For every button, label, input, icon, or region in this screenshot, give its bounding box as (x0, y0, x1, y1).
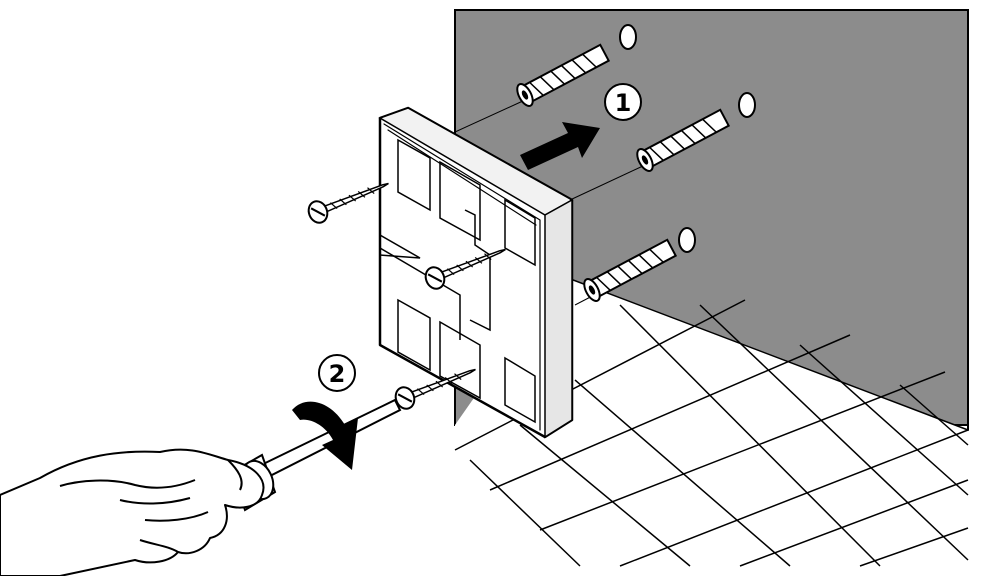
step-1-marker: 1 (604, 83, 642, 121)
floor (455, 275, 968, 576)
wall-floor-edge (559, 274, 969, 431)
screw-3 (394, 368, 476, 410)
floor-tile-grid (454, 299, 969, 567)
screw-2 (424, 248, 506, 290)
hand (0, 448, 265, 576)
wall-plug-1 (516, 43, 611, 107)
wall-plug-3 (583, 238, 678, 302)
wall-plate (378, 106, 574, 439)
wall-holes (619, 24, 756, 253)
wall-plug-2 (636, 108, 731, 172)
wall-hole-2 (738, 92, 756, 118)
step-1-label: 1 (615, 89, 632, 117)
push-arrow-icon (520, 122, 600, 170)
rotate-arrow-icon (292, 401, 358, 470)
step-2-marker: 2 (318, 354, 356, 392)
step-2-label: 2 (329, 360, 346, 388)
screw-1 (307, 182, 389, 224)
wall-hole-3 (678, 227, 696, 253)
wall-hole-1 (619, 24, 637, 50)
